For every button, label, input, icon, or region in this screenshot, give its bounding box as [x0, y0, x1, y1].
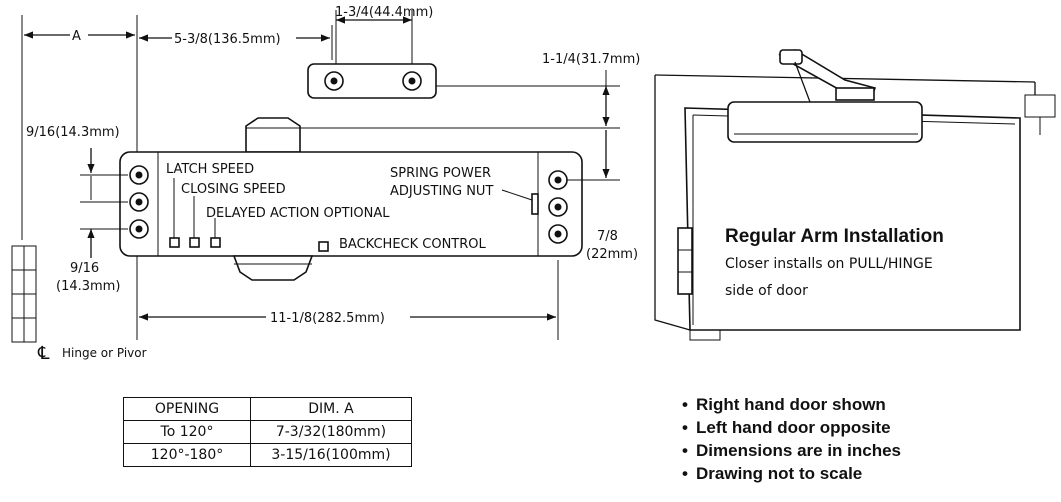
left-screws [129, 165, 149, 239]
dimension-length: 11-1/8(282.5mm) [139, 311, 556, 326]
installation-line-2: side of door [725, 283, 808, 299]
installation-line-1: Closer installs on PULL/HINGE [725, 256, 933, 272]
table-header: OPENING [123, 397, 251, 421]
table-cell: 120°-180° [123, 443, 251, 467]
dimension-bracket-spacing: 1-3/4(44.4mm) [335, 5, 433, 66]
mounting-bracket [307, 63, 437, 99]
note-bullet: • [682, 395, 688, 414]
dimension-a: A [24, 29, 135, 44]
table-cell: To 120° [123, 420, 251, 444]
dimension-hole-spacing: 9/16(14.3mm) 9/16 (14.3mm) [26, 125, 128, 294]
latch-speed-label: LATCH SPEED [166, 162, 254, 177]
table-row: 120°-180° 3-15/16(100mm) [123, 443, 412, 467]
centerline-symbol: ℄ [37, 343, 50, 364]
note-bullet: • [682, 464, 688, 483]
notes-list: • Right hand door shown • Left hand door… [682, 395, 901, 483]
hinge-label: Hinge or Pivor [62, 346, 147, 360]
installation-illustration [654, 49, 1056, 341]
spring-power-nut [531, 193, 539, 215]
dimension-length-label: 11-1/8(282.5mm) [270, 311, 385, 326]
right-screws [548, 170, 568, 244]
dimension-hole-bottom-label-2: (14.3mm) [56, 279, 120, 294]
table-row: To 120° 7-3/32(180mm) [123, 420, 412, 444]
dimension-right-label-2: (22mm) [586, 247, 638, 262]
note-bullet: • [682, 441, 688, 460]
dimension-bracket-height: 1-1/4(31.7mm) [300, 52, 640, 129]
closing-speed-valve [189, 237, 200, 248]
table-cell: 3-15/16(100mm) [250, 443, 412, 467]
dimension-hole-top-label: 9/16(14.3mm) [26, 125, 120, 140]
delayed-action-valve [210, 237, 221, 248]
backcheck-label: BACKCHECK CONTROL [339, 237, 487, 252]
backcheck-valve [318, 241, 329, 252]
hinge-strip [11, 245, 37, 343]
dimension-table: OPENING DIM. A To 120° 7-3/32(180mm) 120… [123, 397, 412, 467]
note-item: Right hand door shown [696, 395, 886, 414]
dimension-a-label: A [72, 29, 81, 44]
delayed-action-label: DELAYED ACTION OPTIONAL [206, 206, 390, 221]
closer-body [119, 117, 583, 281]
spring-power-label-2: ADJUSTING NUT [390, 184, 493, 199]
dimension-right: 7/8 (22mm) [566, 130, 638, 262]
dimension-offset: 5-3/8(136.5mm) [139, 25, 333, 60]
dimension-bracket-height-label: 1-1/4(31.7mm) [542, 52, 640, 67]
dimension-hole-bottom-label-1: 9/16 [70, 261, 99, 276]
table-cell: 7-3/32(180mm) [250, 420, 412, 444]
note-item: Drawing not to scale [696, 464, 862, 483]
note-item: Left hand door opposite [696, 418, 891, 437]
spring-power-label-1: SPRING POWER [390, 166, 491, 181]
dimension-bracket-spacing-label: 1-3/4(44.4mm) [335, 5, 433, 20]
dimension-right-label-1: 7/8 [597, 229, 618, 244]
latch-speed-valve [169, 237, 180, 248]
note-item: Dimensions are in inches [696, 441, 901, 460]
installation-title: Regular Arm Installation [725, 226, 944, 247]
table-header: DIM. A [250, 397, 412, 421]
closing-speed-label: CLOSING SPEED [181, 182, 286, 197]
dimension-offset-label: 5-3/8(136.5mm) [174, 32, 281, 47]
table-header-row: OPENING DIM. A [123, 397, 412, 421]
note-bullet: • [682, 418, 688, 437]
